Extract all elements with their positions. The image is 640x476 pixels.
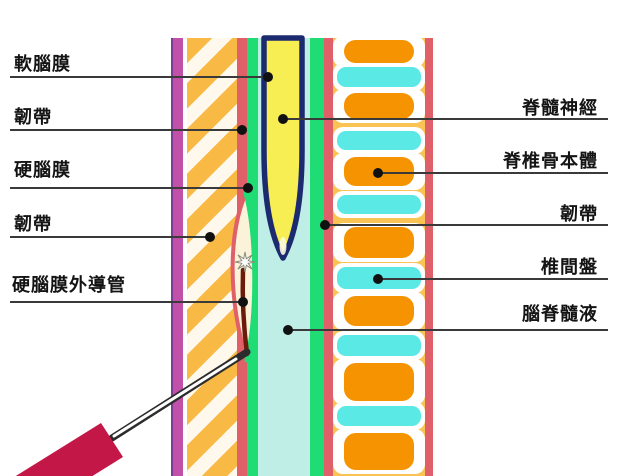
leader-line-intervertebral-disc <box>378 278 608 280</box>
leader-line-ligament-left-2 <box>10 236 210 238</box>
ligament-striped-band <box>187 38 237 476</box>
disc-block <box>337 67 421 87</box>
disc-block <box>337 131 421 150</box>
leader-line-epidural-catheter <box>10 301 243 303</box>
vertebral-body-block <box>344 227 414 258</box>
leader-line-dura-mater <box>10 187 248 189</box>
column-right-edge-stripe <box>425 38 433 476</box>
leader-dot-dura-mater <box>243 183 253 193</box>
pocket-green-edge <box>243 190 258 363</box>
anesthetic-spray-starburst <box>234 251 256 273</box>
spinous-membrane-stripe <box>171 38 183 476</box>
disc-block <box>337 335 421 356</box>
disc-block <box>337 195 421 214</box>
leader-dot-epidural-catheter <box>238 297 248 307</box>
pocket-salmon-edge <box>230 191 249 362</box>
label-pia-mater: 軟腦膜 <box>14 54 71 74</box>
leader-dot-spinal-nerve <box>278 114 288 124</box>
vertebral-body-block <box>344 93 414 119</box>
leader-dot-ligament-left-2 <box>205 232 215 242</box>
right-dura-green-stripe <box>310 38 324 476</box>
leader-line-cerebrospinal-fluid <box>288 329 608 331</box>
vertebral-body-block <box>344 433 414 470</box>
leader-line-ligament-right <box>325 224 608 226</box>
syringe-body <box>15 423 123 476</box>
leader-line-vertebral-body <box>378 172 608 174</box>
label-epidural-catheter: 硬腦膜外導管 <box>12 275 126 295</box>
right-salmon-membrane-stripe <box>324 38 333 476</box>
epidural-catheter-shape <box>240 267 250 357</box>
leader-line-pia-mater <box>10 76 268 78</box>
leader-line-ligament-left-1 <box>10 129 242 131</box>
label-cerebrospinal-fluid: 腦脊髓液 <box>522 304 598 324</box>
leader-line-spinal-nerve <box>283 118 608 120</box>
label-ligament-left-2: 韌帶 <box>14 214 52 234</box>
vertebral-body-block <box>344 296 414 326</box>
leader-dot-cerebrospinal-fluid <box>283 325 293 335</box>
label-intervertebral-disc: 椎間盤 <box>541 257 598 277</box>
vertebral-column <box>333 38 425 476</box>
disc-block <box>337 406 421 426</box>
vertebral-body-block <box>344 363 414 401</box>
leader-dot-ligament-right <box>320 220 330 230</box>
label-ligament-right: 韌帶 <box>560 204 598 224</box>
leader-dot-intervertebral-disc <box>373 274 383 284</box>
vertebral-body-block <box>344 40 414 63</box>
spinal-cord-shape <box>261 35 305 261</box>
leader-dot-ligament-left-1 <box>237 125 247 135</box>
leader-dot-pia-mater <box>263 72 273 82</box>
label-vertebral-body: 脊椎骨本體 <box>503 151 598 171</box>
label-ligament-left-1: 韌帶 <box>14 107 52 127</box>
needle-bore <box>112 357 238 438</box>
label-dura-mater: 硬腦膜 <box>14 160 71 180</box>
leader-dot-vertebral-body <box>373 168 383 178</box>
cord-tip-highlight <box>279 237 287 255</box>
label-spinal-nerve: 脊髓神經 <box>522 98 598 118</box>
